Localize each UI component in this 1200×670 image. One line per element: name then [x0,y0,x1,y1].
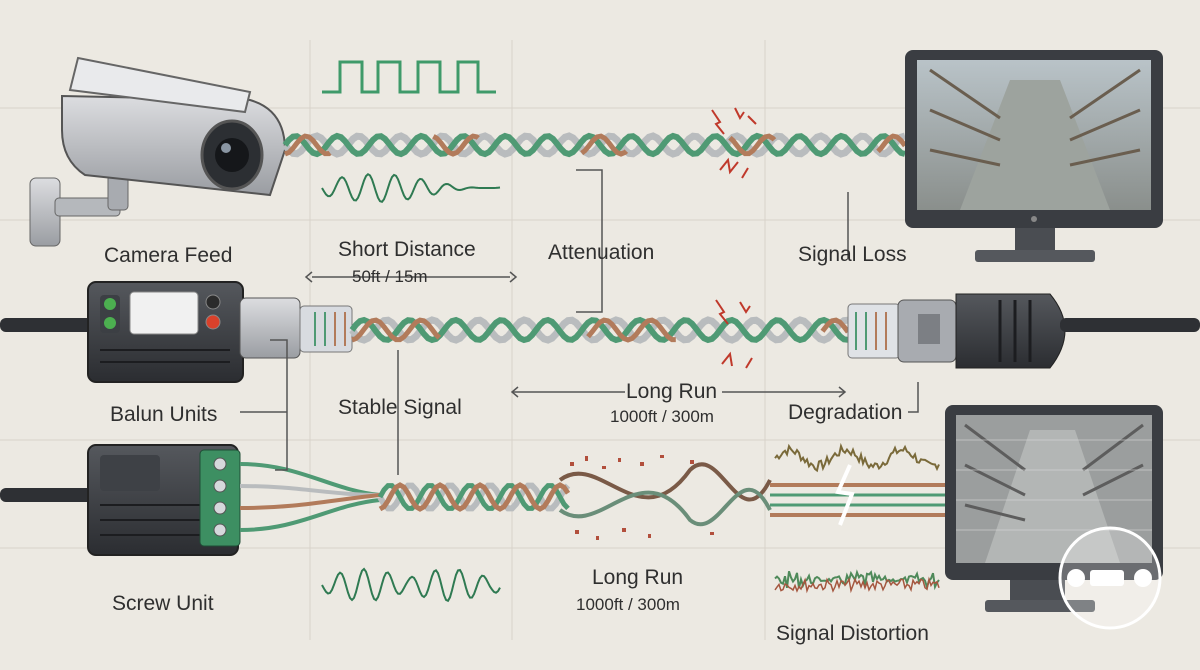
camera-feed-label: Camera Feed [104,244,233,267]
monitor-warehouse-clear [905,50,1163,262]
annotation-lines [240,169,919,475]
screw-terminal-unit-icon [87,444,241,556]
balun-units-label: Balun Units [110,403,218,426]
black-cable-left [0,318,95,332]
square-wave-icon [322,60,496,94]
screw-unit-label: Screw Unit [112,592,214,615]
rj45-connector-icon [847,293,1200,369]
stable-signal-label: Stable Signal [338,396,462,419]
short-distance-label: Short Distance [338,238,476,261]
balun-unit-icon [87,281,353,383]
long-run-value-bottom: 1000ft / 300m [576,595,680,614]
long-run-label-middle: Long Run [626,380,718,403]
distorted-wave-icon [321,567,501,603]
signal-loss-label: Signal Loss [798,243,907,266]
watermark-logo [1058,526,1162,630]
interference-spark-icon [711,107,757,179]
twisted-pair-cable-middle [349,316,850,344]
long-run-value-middle: 1000ft / 300m [610,407,714,426]
interference-spark-icon-middle [715,299,753,369]
degradation-label: Degradation [788,401,903,424]
black-cable-left-bottom [0,488,95,502]
attenuation-label: Attenuation [548,241,655,264]
signal-distortion-label: Signal Distortion [776,622,929,645]
noisy-wave-icon-top [774,442,940,473]
frayed-tangled-cable [239,462,945,532]
monitor-warehouse-distorted [945,405,1163,612]
short-distance-value: 50ft / 15m [352,267,428,286]
long-run-label-bottom: Long Run [592,566,684,589]
noisy-wave-icon-bottom [774,569,940,594]
fraying-particles [570,455,714,540]
lightning-break-icon [835,464,855,526]
security-camera-icon [29,56,287,247]
clean-analog-wave-icon [321,172,501,203]
twisted-pair-cable-top [282,132,907,158]
